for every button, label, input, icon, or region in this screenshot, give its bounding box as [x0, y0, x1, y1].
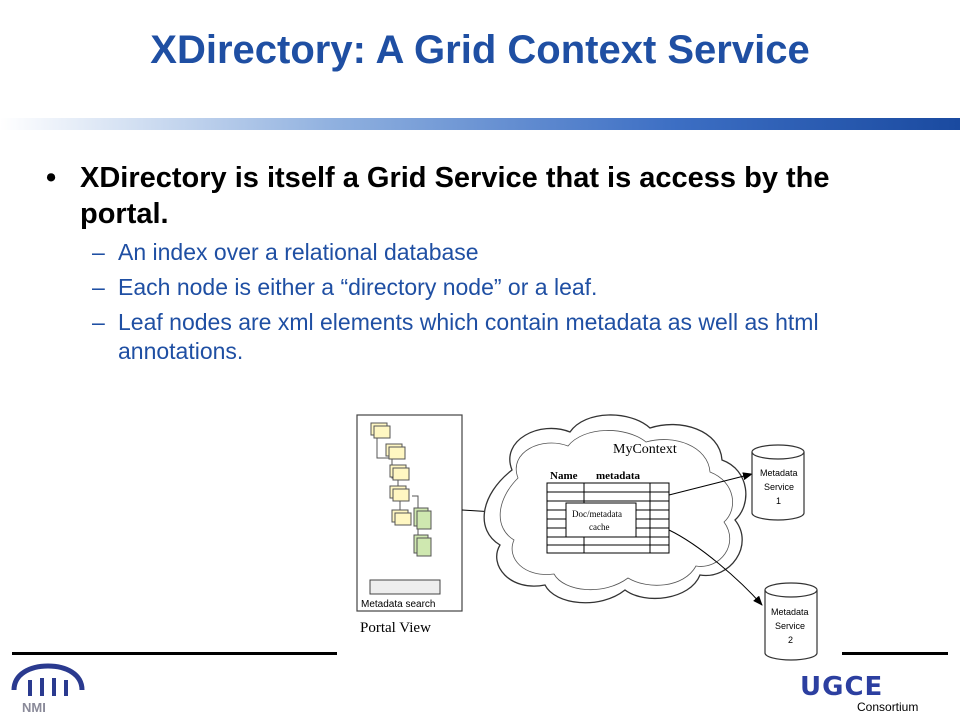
metadata-search-label: Metadata search [361, 599, 436, 610]
cache-label-line2: cache [589, 522, 609, 532]
main-bullet-text: XDirectory is itself a Grid Service that… [80, 162, 830, 230]
dash-icon: – [92, 239, 105, 265]
service2-label-line2: Service [775, 621, 805, 631]
cloud-label: MyContext [613, 442, 677, 457]
portal-view-label: Portal View [360, 620, 431, 636]
document-icon [413, 534, 432, 557]
document-icon [413, 507, 432, 530]
service1-label-line3: 1 [776, 496, 781, 506]
service2-label-line3: 2 [788, 635, 793, 645]
nmi-logo-text: NMI [22, 700, 46, 715]
folder-icon [370, 422, 391, 439]
portal-view-panel: Metadata search [356, 414, 463, 612]
folder-icon [385, 443, 406, 460]
sub-bullet: – Each node is either a “directory node”… [42, 273, 902, 302]
cache-box [565, 502, 637, 538]
sub-bullet: – Leaf nodes are xml elements which cont… [42, 308, 902, 366]
folder-icon [391, 509, 412, 526]
sub-bullet-list: – An index over a relational database – … [42, 238, 902, 366]
sub-bullet-text: Leaf nodes are xml elements which contai… [118, 309, 819, 364]
sub-bullet-text: An index over a relational database [118, 239, 479, 265]
sub-bullet: – An index over a relational database [42, 238, 902, 267]
folder-icon [389, 464, 410, 481]
title-divider [0, 118, 960, 130]
ugce-logo: UGCE [800, 672, 884, 702]
service1-label-line2: Service [764, 482, 794, 492]
metadata-service-1: Metadata Service 1 [751, 444, 805, 521]
metadata-search-box [369, 579, 441, 595]
table-header-name: Name [550, 470, 578, 482]
sub-bullet-text: Each node is either a “directory node” o… [118, 274, 598, 300]
bullet-dot-icon: • [46, 162, 57, 194]
service2-label-line1: Metadata [771, 607, 809, 617]
table-header-metadata: metadata [596, 470, 640, 482]
slide-title: XDirectory: A Grid Context Service [150, 28, 810, 72]
footer-rule-right [842, 652, 948, 655]
to-service1-arrow [668, 472, 753, 496]
to-service2-arrow [668, 529, 763, 606]
service1-label-line1: Metadata [760, 468, 798, 478]
cache-label-line1: Doc/metadata [572, 509, 622, 519]
metadata-service-2: Metadata Service 2 [764, 582, 818, 661]
folder-icon [389, 485, 410, 502]
dash-icon: – [92, 309, 105, 335]
consortium-label: Consortium [857, 700, 919, 714]
main-bullet: • XDirectory is itself a Grid Service th… [42, 160, 902, 232]
bullet-list: • XDirectory is itself a Grid Service th… [42, 160, 902, 372]
footer-rule-left [12, 652, 337, 655]
dash-icon: – [92, 274, 105, 300]
nmi-logo [11, 663, 85, 696]
index-table: Name metadata Doc/metadata cache [546, 470, 670, 554]
